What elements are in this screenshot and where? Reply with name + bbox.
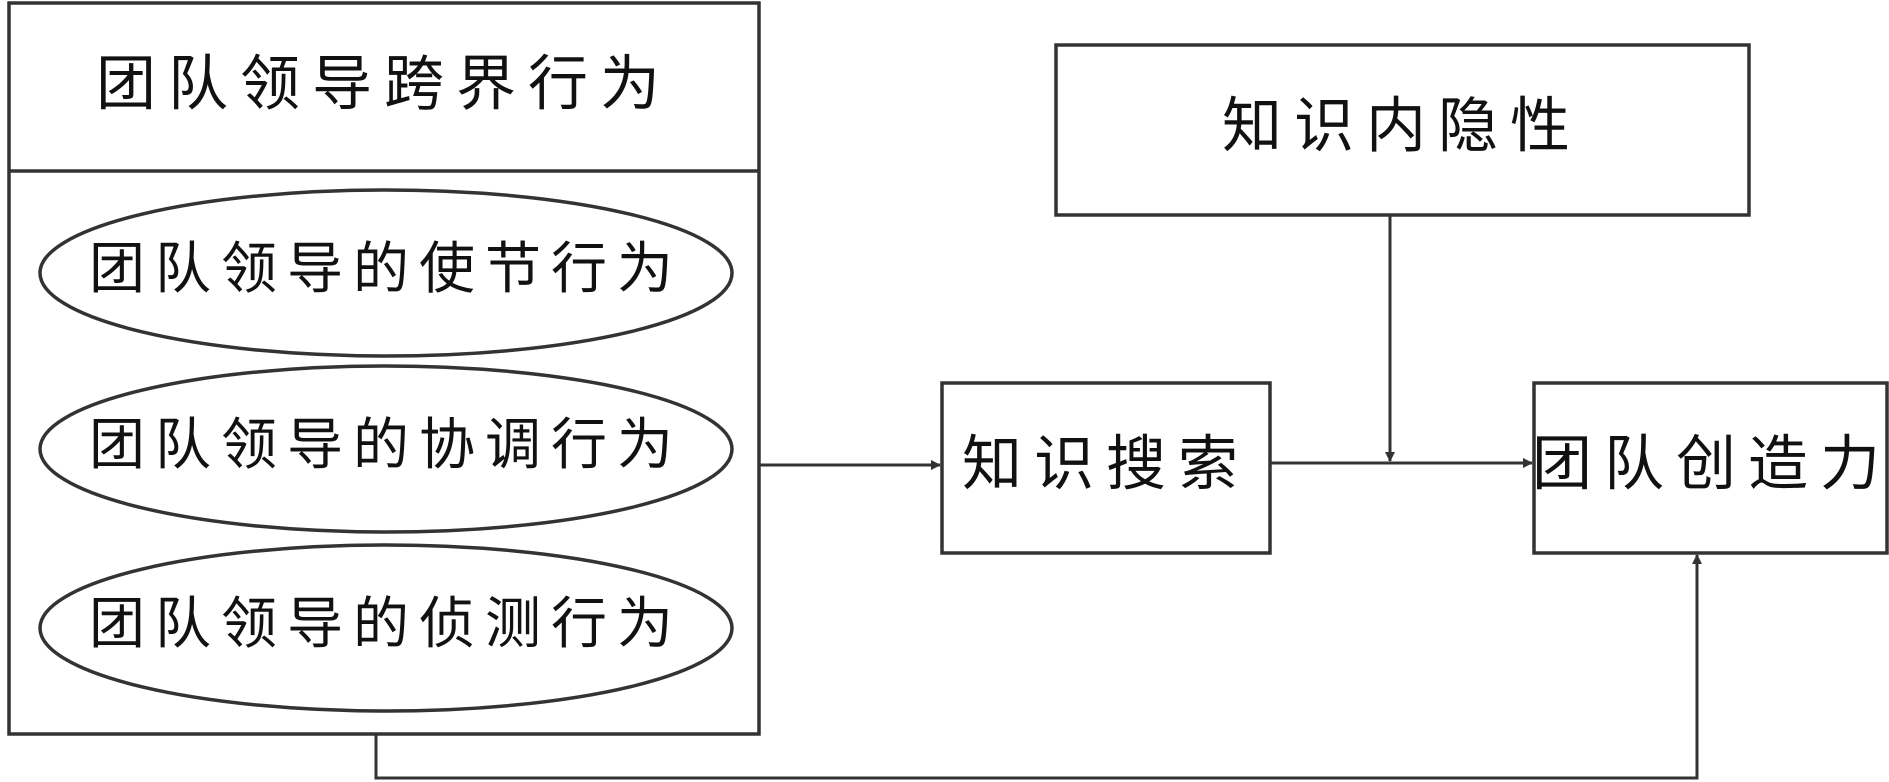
label-scouting: 团队领导的侦测行为: [89, 592, 683, 657]
node-team-creativity: 团队创造力: [1532, 381, 1889, 555]
group-title: 团队领导跨界行为: [96, 50, 672, 120]
boundary-spanning-group: 团队领导跨界行为 团队领导的使节行为 团队领导的协调行为 团队领导的侦测行为: [7, 1, 761, 736]
node-knowledge-tacitness: 知识内隐性: [1054, 43, 1751, 217]
group-item-scouting: 团队领导的侦测行为: [38, 543, 734, 713]
knowledge-search-box: [940, 381, 1272, 555]
edge-group-to-creativity: [374, 554, 1702, 780]
label-coordination: 团队领导的协调行为: [89, 413, 683, 478]
knowledge-search-label: 知识搜索: [962, 430, 1250, 500]
ellipse-scouting: [38, 543, 734, 713]
team-creativity-label: 团队创造力: [1532, 430, 1889, 500]
team-creativity-box: [1532, 381, 1889, 555]
label-ambassador: 团队领导的使节行为: [89, 237, 683, 302]
ellipse-ambassador: [38, 188, 734, 358]
ellipse-coordination: [38, 364, 734, 534]
knowledge-tacitness-box: [1054, 43, 1751, 217]
knowledge-tacitness-label: 知识内隐性: [1222, 92, 1582, 162]
group-item-ambassador: 团队领导的使节行为: [38, 188, 734, 358]
node-knowledge-search: 知识搜索: [940, 381, 1272, 555]
group-item-coordination: 团队领导的协调行为: [38, 364, 734, 534]
